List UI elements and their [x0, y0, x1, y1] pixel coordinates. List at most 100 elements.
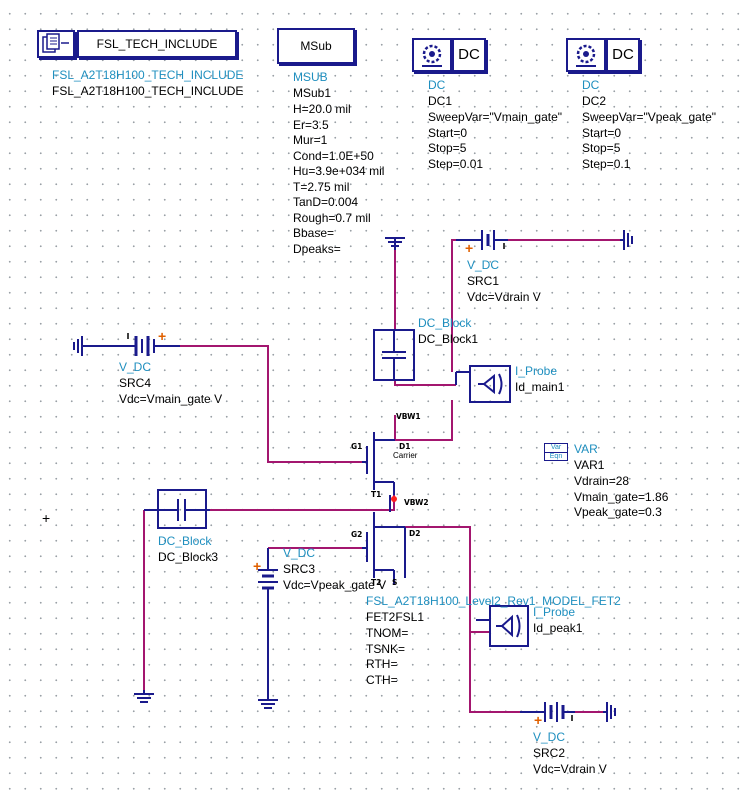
pin-t2: T2: [371, 578, 382, 587]
src2-name: SRC2: [533, 746, 566, 760]
dc2-params: SweepVar="Vpeak_gate" Start=0 Stop=5 Ste…: [582, 110, 716, 172]
msub-param: TanD=0.004: [293, 195, 359, 209]
fet-param: TSNK=: [366, 641, 406, 656]
var-icon-bottom: Eqn: [545, 452, 567, 461]
dc-block3-name: DC_Block3: [158, 550, 219, 564]
src2-battery-icon[interactable]: [520, 702, 575, 722]
gear-icon: [422, 44, 442, 67]
msub-label[interactable]: MSub: [277, 28, 355, 64]
msub-param: T=2.75 mil: [293, 179, 350, 194]
src1-type: V_DC: [467, 258, 500, 272]
dc2-param: SweepVar="Vpeak_gate": [582, 110, 717, 124]
msub-param: Dpeaks=: [293, 241, 341, 256]
src1-value: Vdc=Vdrain V: [467, 290, 541, 304]
wire-block1-probe-main[interactable]: [394, 380, 456, 386]
pin-vbw2: VBW2: [404, 498, 429, 507]
dc1-params: SweepVar="Vmain_gate" Start=0 Stop=5 Ste…: [428, 110, 562, 172]
src4-value: Vdc=Vmain_gate V: [119, 392, 223, 406]
fet-param: RTH=: [366, 657, 398, 671]
probe-main-name: Id_main1: [515, 380, 565, 394]
src4-type: V_DC: [119, 360, 152, 374]
gear-icon: [576, 44, 596, 67]
wire-src4-gate1[interactable]: [180, 345, 362, 463]
src1-battery-icon[interactable]: [456, 230, 508, 250]
msub-param: Cond=1.0E+50: [293, 148, 374, 163]
dc1-icon[interactable]: [412, 38, 452, 72]
src3-name: SRC3: [283, 562, 316, 576]
dc2-label[interactable]: DC: [606, 38, 640, 72]
dc1-type: DC: [428, 78, 446, 92]
probe-peak-icon[interactable]: [476, 605, 529, 647]
wire-probe-peak-src2[interactable]: [469, 632, 520, 713]
dc-block3-type: DC_Block: [158, 534, 212, 548]
src3-value: Vdc=Vpeak_gate V: [283, 578, 387, 592]
dc1-name: DC1: [428, 94, 453, 108]
probe-main-type: I_Probe: [515, 364, 558, 378]
pin-s: S: [392, 578, 398, 587]
ground-icon: [134, 690, 154, 703]
msub-param: Bbase=: [293, 226, 335, 240]
fet-params: TNOM= TSNK= RTH= CTH=: [366, 626, 408, 688]
dc-block3-capacitor-icon[interactable]: [144, 489, 210, 529]
fet-transistor-icon[interactable]: [362, 432, 406, 585]
pin-g2: G2: [351, 530, 363, 539]
ground-icon: [73, 336, 88, 356]
fet-carrier-label: Carrier: [393, 451, 418, 460]
dc2-icon[interactable]: [566, 38, 606, 72]
src4-plus-sign: +: [158, 328, 167, 344]
dc1-param: Step=0.01: [428, 156, 484, 171]
dc2-name: DC2: [582, 94, 607, 108]
src3-battery-icon[interactable]: [258, 548, 278, 690]
probe-peak-type: I_Probe: [533, 605, 576, 619]
probe-peak-name: Id_peak1: [533, 621, 583, 635]
var-param: Vpeak_gate=0.3: [574, 505, 662, 519]
src2-plus-sign: +: [534, 712, 543, 728]
var-type: VAR: [574, 442, 598, 456]
dc1-param: SweepVar="Vmain_gate": [428, 110, 563, 124]
dc-block1-type: DC_Block: [418, 316, 472, 330]
fet-name: FET2FSL1: [366, 610, 425, 624]
msub-param: Rough=0.7 mil: [293, 210, 371, 225]
var-icon-top: Var: [550, 444, 562, 451]
dc-block1-name: DC_Block1: [418, 332, 479, 346]
ground-icon: [620, 230, 633, 250]
fet-model: FSL_A2T18H100_Level2_Rev1_MODEL_FET2: [366, 594, 621, 608]
var-name: VAR1: [574, 458, 605, 472]
src1-plus-sign: +: [465, 240, 474, 256]
ground-icon: [603, 702, 616, 722]
src1-name: SRC1: [467, 274, 500, 288]
tech-include-name: FSL_A2T18H100_TECH_INCLUDE: [52, 84, 244, 98]
wire-drain1-node[interactable]: [394, 400, 453, 441]
src3-type: V_DC: [283, 546, 316, 560]
dc1-label[interactable]: DC: [452, 38, 486, 72]
dc2-param: Stop=5: [582, 141, 621, 155]
var-param: Vdrain=28: [574, 474, 630, 488]
msub-param: Mur=1: [293, 133, 328, 147]
msub-params: H=20.0 mil Er=3.5 Mur=1 Cond=1.0E+50 Hu=…: [293, 102, 384, 257]
src4-name: SRC4: [119, 376, 152, 390]
ground-icon: [258, 690, 278, 709]
pin-t1: T1: [371, 490, 382, 499]
dc2-param: Step=0.1: [582, 156, 631, 171]
pin-d2: D2: [409, 529, 421, 538]
msub-name: MSub1: [293, 86, 332, 100]
msub-param: Er=3.5: [293, 117, 329, 132]
wire-drain2-probe-peak[interactable]: [405, 526, 490, 633]
document-stack-icon: [42, 33, 69, 53]
msub-param: Hu=3.9e+034 mil: [293, 164, 385, 178]
node-dot: [391, 496, 397, 502]
var-param: Vmain_gate=1.86: [574, 489, 669, 504]
var-eqn-icon[interactable]: Var Eqn: [544, 443, 568, 461]
dc2-param: Start=0: [582, 125, 622, 140]
tech-include-icon[interactable]: [37, 30, 75, 58]
pin-g1: G1: [351, 442, 363, 451]
tech-include-type: FSL_A2T18H100_TECH_INCLUDE: [52, 68, 244, 82]
dc-block1-capacitor-icon[interactable]: [373, 329, 415, 381]
fet-param: TNOM=: [366, 626, 409, 640]
probe-main-icon[interactable]: [455, 365, 511, 403]
wire-block3-t1[interactable]: [210, 490, 395, 511]
tech-include-label[interactable]: FSL_TECH_INCLUDE: [77, 30, 237, 58]
src4-battery-icon[interactable]: [88, 333, 180, 356]
src2-type: V_DC: [533, 730, 566, 744]
